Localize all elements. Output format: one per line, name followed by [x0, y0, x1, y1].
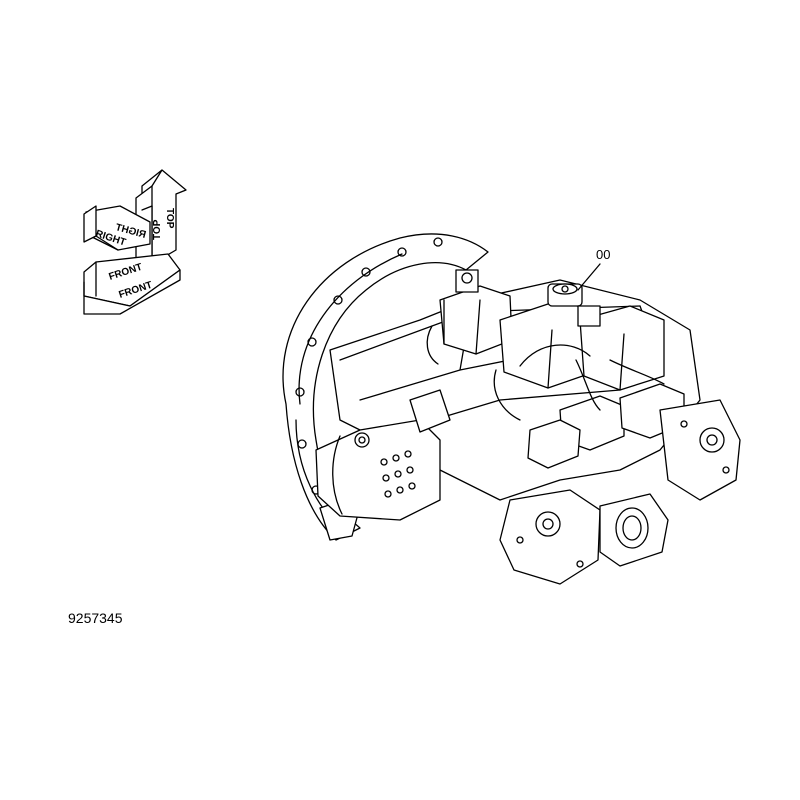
gear-pump-bolt-pattern — [380, 450, 416, 498]
callout-leader — [577, 263, 601, 291]
end-cover-right — [659, 399, 741, 501]
figure-number: 9257345 — [68, 610, 123, 626]
hydraulic-pump-assembly — [282, 233, 741, 585]
front-arrow-icon — [83, 253, 181, 315]
gear-pump — [315, 389, 451, 521]
part-callout-label: 00 — [596, 247, 611, 262]
orientation-indicator: TOP TOP RIGHT RIGHT FRONT FRONT — [83, 169, 187, 315]
regulator-block-center — [499, 283, 601, 389]
end-cover-lower — [499, 489, 669, 585]
top-label: TOP — [164, 208, 175, 229]
wiring-harness — [426, 325, 665, 421]
top-arrow-icon — [135, 169, 187, 273]
regulator-block-right — [577, 305, 665, 391]
top-label-back: TOP — [152, 219, 163, 240]
regulator-block-left — [439, 269, 513, 355]
right-arrow-icon — [83, 205, 151, 251]
